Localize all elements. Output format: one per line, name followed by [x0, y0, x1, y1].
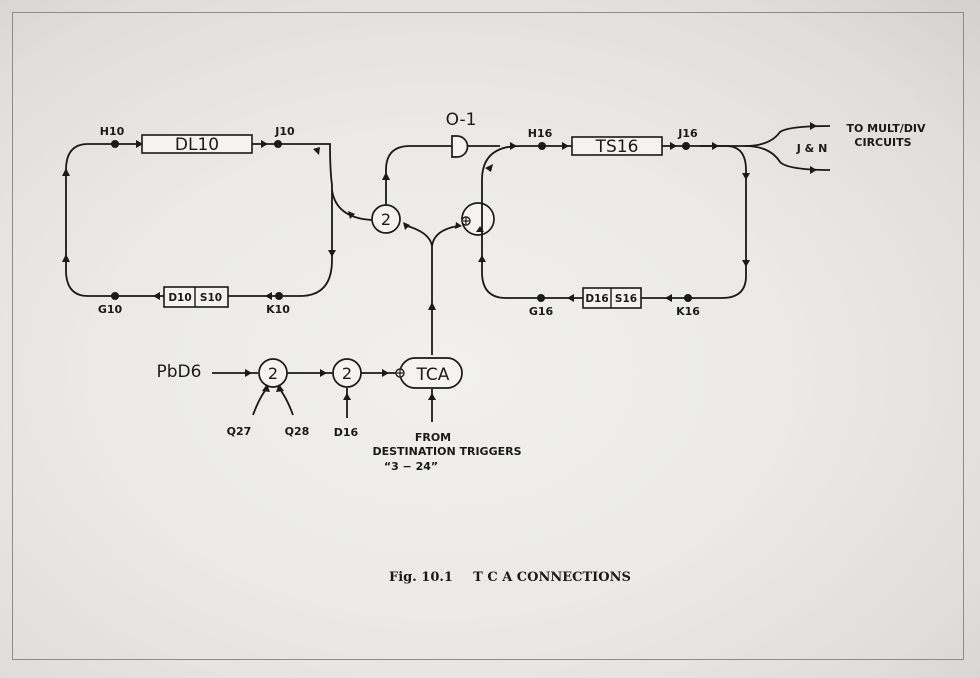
from-label: FROM: [415, 431, 451, 444]
o1-delay: [451, 135, 469, 158]
arrow-dl10-j10: [261, 140, 268, 148]
arrow-up-to-o1: [382, 172, 390, 180]
arrow-right-up: [478, 255, 486, 262]
arrow-h10-dl10: [136, 140, 143, 148]
gate-2-label: 2: [342, 364, 352, 383]
g16-dot: [537, 294, 545, 302]
j16-to-split: [700, 125, 831, 147]
figure-number: Fig. 10.1: [389, 570, 453, 585]
to-mult-div-label: TO MULT/DIV: [846, 122, 925, 135]
figure-title: T C A CONNECTIONS: [473, 570, 631, 585]
left-loop-top-wire: [65, 143, 333, 297]
j10-label: J10: [274, 125, 295, 138]
arrow-q28: [276, 384, 284, 392]
j16-dot: [682, 142, 690, 150]
d16-label: D16: [585, 293, 608, 305]
arrow-j10-corner: [313, 147, 320, 155]
pbd6-label: PbD6: [157, 362, 202, 382]
left-loop-to-gate: [331, 189, 373, 221]
arrow-tca-up: [428, 302, 436, 310]
d16-in-label: D16: [334, 426, 359, 439]
gate-to-o1-wire: [385, 145, 452, 205]
arrow-j16-out: [712, 142, 719, 150]
arrow-block-g10: [153, 292, 160, 300]
arrow-into-gate-left: [403, 222, 410, 230]
arrow-right-down-1: [742, 173, 750, 180]
j16-label: J16: [677, 127, 698, 140]
input-chain: PbD6 2 2 TCA Q27 Q28: [157, 357, 522, 473]
arrow-left-down: [328, 250, 336, 257]
s16-label: S16: [615, 293, 637, 305]
arrow-ts16-j16: [670, 142, 677, 150]
arrow-to-h16: [510, 142, 517, 150]
h16-label: H16: [528, 127, 553, 140]
arrow-triggers: [428, 393, 436, 400]
arrow-k16-block: [665, 294, 672, 302]
right-loop-wire: [481, 145, 747, 299]
ts16-label: TS16: [595, 137, 639, 157]
left-loop: DL10 D10 S10 H10 J10 G10 K10: [62, 125, 373, 316]
d10-label: D10: [168, 292, 191, 304]
arrow-into-gate-right: [455, 222, 462, 229]
k16-dot: [684, 294, 692, 302]
d10-s10-block: [163, 286, 229, 308]
g16-label: G16: [529, 305, 554, 318]
arrow-left-up-2: [62, 168, 70, 176]
arrow-or-up: [485, 164, 493, 172]
caption: Fig. 10.1 T C A CONNECTIONS: [389, 570, 631, 585]
destination-triggers-label: DESTINATION TRIGGERS: [372, 445, 521, 458]
arrow-d16-in: [343, 393, 351, 400]
h10-label: H10: [100, 125, 125, 138]
j10-dot: [274, 140, 282, 148]
arrow-k10-block: [265, 292, 272, 300]
k10-label: K10: [266, 303, 290, 316]
dl10-label: DL10: [175, 135, 219, 155]
arrow-out-upper: [810, 122, 817, 130]
tca-label: TCA: [416, 365, 450, 385]
gate-1-label: 2: [268, 364, 278, 383]
right-loop: TS16 D16 S16 H16 J16 G16 K16 J & N TO MU…: [467, 122, 926, 318]
k10-dot: [275, 292, 283, 300]
q27-label: Q27: [227, 425, 252, 438]
arrow-h16-ts16: [562, 142, 569, 150]
k16-label: K16: [676, 305, 700, 318]
arrow-to-gate: [348, 211, 355, 219]
circuits-label: CIRCUITS: [854, 136, 911, 149]
arrow-block-g16: [567, 294, 574, 302]
figure-frame: [12, 12, 964, 660]
arrow-out-lower: [810, 166, 817, 174]
g10-dot: [111, 292, 119, 300]
arrow-q27: [262, 384, 270, 392]
q28-label: Q28: [285, 425, 310, 438]
ts16-block: [571, 136, 663, 156]
d16-s16-block: [582, 287, 642, 309]
h16-dot: [538, 142, 546, 150]
j16-to-split-lower: [744, 145, 831, 171]
split-to-gate-right: [431, 225, 459, 247]
arrow-left-up-1: [62, 254, 70, 262]
center-gates: 2 O-1: [371, 110, 495, 355]
range-label: “3 − 24”: [384, 460, 438, 473]
arrow-gate1-gate2: [320, 369, 327, 377]
arrow-into-or: [476, 226, 484, 232]
o1-label: O-1: [446, 110, 477, 130]
arrow-gate2-tca: [382, 369, 389, 377]
g10-label: G10: [98, 303, 123, 316]
split-to-gate-left: [403, 224, 433, 247]
jn-label: J & N: [796, 142, 828, 155]
arrow-pbd6: [245, 369, 252, 377]
arrow-right-down-2: [742, 260, 750, 267]
s10-label: S10: [200, 292, 222, 304]
and-gate-main-label: 2: [381, 210, 391, 229]
h10-dot: [111, 140, 119, 148]
